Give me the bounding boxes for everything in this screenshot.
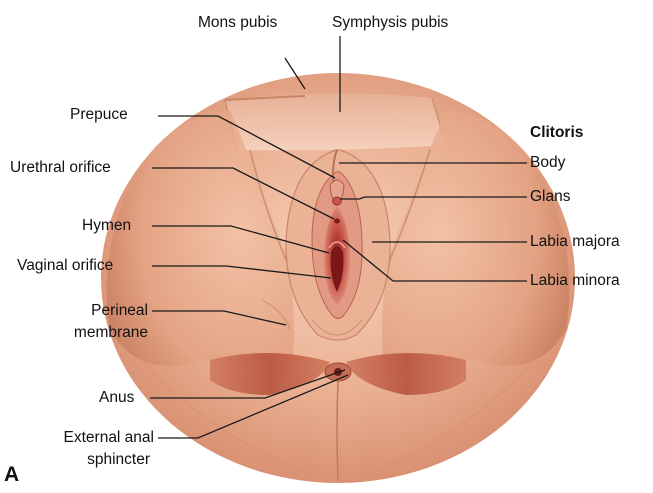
- label-clitoris-heading: Clitoris: [530, 124, 583, 142]
- label-perineal-membrane-line1: Perineal: [60, 302, 148, 320]
- label-external-anal-sphincter-line2: sphincter: [10, 451, 150, 469]
- mons-pubis-region: [225, 93, 446, 150]
- label-symphysis-pubis: Symphysis pubis: [332, 14, 448, 32]
- urethral-orifice-mark: [334, 219, 340, 224]
- label-perineal-membrane-line2: membrane: [40, 324, 148, 342]
- clitoris-glans: [333, 197, 342, 205]
- label-prepuce: Prepuce: [70, 106, 128, 124]
- label-body: Body: [530, 154, 565, 172]
- label-labia-minora: Labia minora: [530, 272, 620, 290]
- panel-letter: A: [4, 466, 19, 484]
- label-external-anal-sphincter-line1: External anal: [10, 429, 154, 447]
- label-labia-majora: Labia majora: [530, 233, 620, 251]
- label-mons-pubis: Mons pubis: [198, 14, 277, 32]
- label-anus: Anus: [99, 389, 134, 407]
- label-vaginal-orifice: Vaginal orifice: [17, 257, 113, 275]
- label-urethral-orifice: Urethral orifice: [10, 159, 111, 177]
- label-glans: Glans: [530, 188, 571, 206]
- label-hymen: Hymen: [82, 217, 131, 235]
